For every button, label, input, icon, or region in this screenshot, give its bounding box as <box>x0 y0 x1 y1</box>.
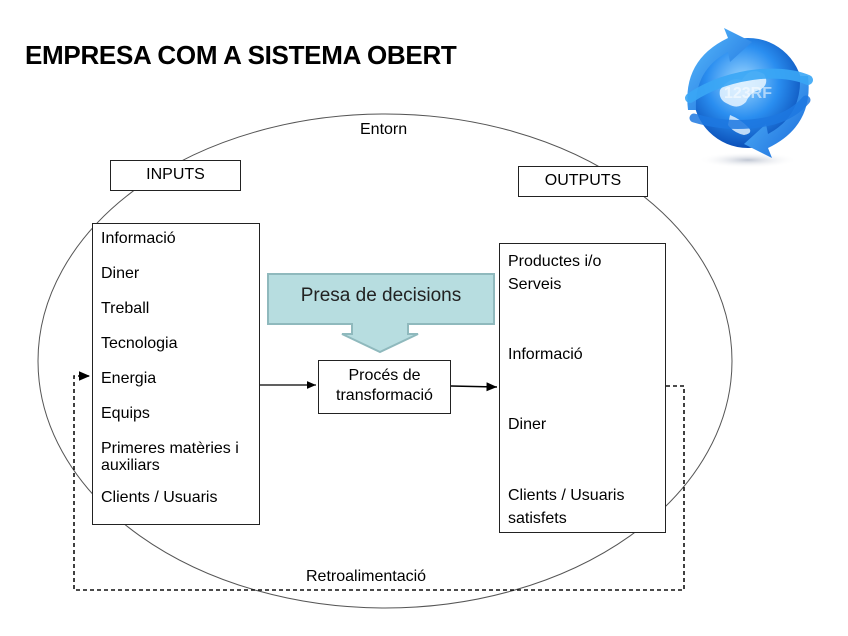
outputs-header: OUTPUTS <box>518 166 648 197</box>
output-item: Productes i/o Serveis <box>508 253 602 293</box>
input-item: Equips <box>101 405 150 422</box>
output-item: Clients / Usuaris satisfets <box>508 487 625 527</box>
outputs-header-text: OUTPUTS <box>544 172 622 189</box>
input-item: Treball <box>101 300 150 317</box>
rotation-arrow-icon <box>744 76 809 158</box>
feedback-label: Retroalimentació <box>306 568 427 585</box>
watermark-text: 123RF <box>724 85 772 102</box>
input-item: Energia <box>101 370 157 387</box>
decision-callout-shape <box>267 273 495 354</box>
environment-label: Entorn <box>360 121 408 138</box>
decision-label: Presa de decisions <box>300 285 462 306</box>
outputs-list: Productes i/o Serveis Informació Diner C… <box>499 243 666 533</box>
input-item: Informació <box>101 230 176 247</box>
output-item: Informació <box>508 346 583 363</box>
feedback-loop-line <box>73 371 685 591</box>
inputs-header: INPUTS <box>110 160 241 191</box>
input-item: Tecnologia <box>101 335 178 352</box>
transformation-process-box: Procés de transformació <box>318 360 451 414</box>
input-item: Primeres matèries i auxiliars <box>101 440 239 474</box>
inputs-header-text: INPUTS <box>146 166 205 183</box>
process-to-outputs-arrow <box>450 382 498 392</box>
input-item: Diner <box>101 265 140 282</box>
environment-ellipse <box>37 113 733 609</box>
inputs-list: Informació Diner Treball Tecnologia Ener… <box>92 223 260 525</box>
process-line-2: transformació <box>336 387 433 404</box>
output-item: Diner <box>508 416 547 433</box>
page-title: EMPRESA COM A SISTEMA OBERT <box>25 40 457 70</box>
process-line-1: Procés de <box>348 367 421 384</box>
input-item: Clients / Usuaris <box>101 489 218 506</box>
rotation-arrow-icon <box>687 28 752 110</box>
globe-logo: 123RF <box>685 28 813 168</box>
